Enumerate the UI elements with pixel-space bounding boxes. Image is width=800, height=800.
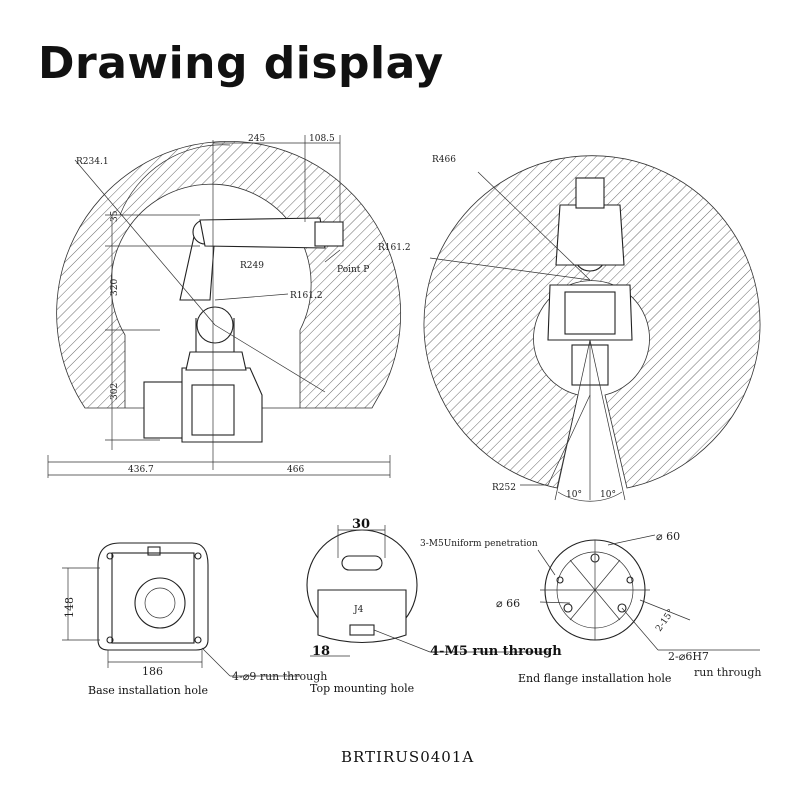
top-view: R466 R161.2 R252 10° 10° xyxy=(378,155,761,502)
dim-top-r161-2: R161.2 xyxy=(378,243,411,253)
flange-caption: End flange installation hole xyxy=(518,672,671,685)
side-motor-box xyxy=(143,381,185,439)
flange-m5-note: 3-M5Uniform penetration xyxy=(420,539,538,549)
dim-flange-60: ⌀ 60 xyxy=(656,530,680,543)
flange-pin-note: 2-⌀6H7 xyxy=(668,650,709,663)
side-end-effector xyxy=(314,221,344,247)
top-mount-mark: J4 xyxy=(353,605,364,615)
dim-108-5: 108.5 xyxy=(309,134,335,144)
side-pedestal xyxy=(185,351,247,371)
dim-r249: R249 xyxy=(240,261,264,271)
dim-35: 35 xyxy=(110,210,120,222)
dim-320: 320 xyxy=(110,279,120,296)
base-view: 148 186 4-⌀9 run through Base installati… xyxy=(62,542,327,697)
top-end-effector xyxy=(575,177,605,209)
base-center-hole xyxy=(134,577,186,629)
base-caption: Base installation hole xyxy=(88,684,208,697)
flange-pin-note-2: run through xyxy=(694,666,762,679)
dim-186: 186 xyxy=(142,665,163,678)
base-outline xyxy=(97,542,209,651)
dim-245: 245 xyxy=(248,134,265,144)
dim-r234-1: R234.1 xyxy=(76,157,109,167)
dim-466: 466 xyxy=(287,465,304,475)
dim-flange-66: ⌀ 66 xyxy=(496,597,520,610)
dim-18: 18 xyxy=(312,644,330,659)
flange-view: 3-M5Uniform penetration ⌀ 60 ⌀ 66 2-15° … xyxy=(420,530,762,685)
model-code: BRTIRUS0401A xyxy=(341,748,474,766)
dim-302: 302 xyxy=(110,383,120,400)
side-view: 245 108.5 R234.1 35 R249 Point P 320 R16… xyxy=(47,134,402,478)
dim-436-7: 436.7 xyxy=(128,465,154,475)
top-mount-hole-note: 4-M5 run through xyxy=(430,644,562,659)
dim-angle-right: 10° xyxy=(600,490,616,500)
label-point-p: Point P xyxy=(337,265,369,275)
dim-r161-2: R161.2 xyxy=(290,291,323,301)
dim-r252: R252 xyxy=(492,483,516,493)
page-title: Drawing display xyxy=(38,38,444,89)
side-forearm xyxy=(199,217,326,249)
top-forearm xyxy=(555,204,625,266)
top-mount-caption: Top mounting hole xyxy=(310,682,414,695)
dim-r466: R466 xyxy=(432,155,456,165)
dim-angle-left: 10° xyxy=(566,490,582,500)
top-mount-view: J4 30 18 4-M5 run through Top mounting h… xyxy=(306,517,562,695)
dim-30: 30 xyxy=(352,517,370,532)
dim-flange-angle: 2-15° xyxy=(654,608,676,634)
base-hole-note: 4-⌀9 run through xyxy=(232,670,327,683)
dim-148: 148 xyxy=(63,597,76,618)
